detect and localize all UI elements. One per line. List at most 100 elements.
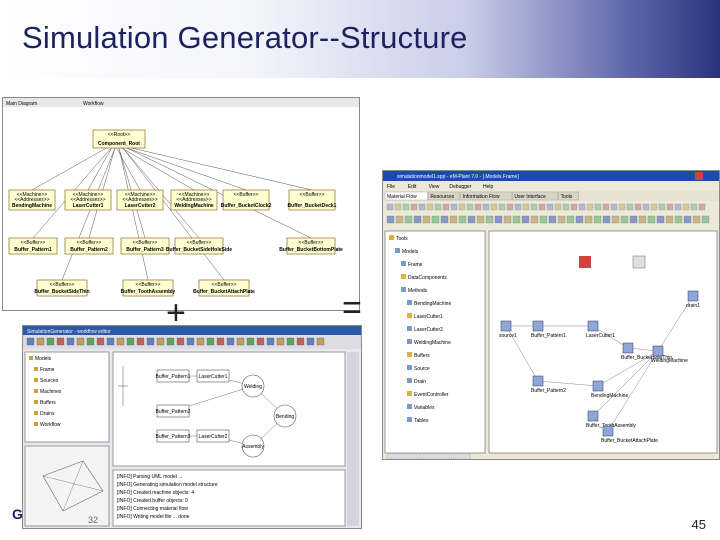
editor-toolbar-button[interactable] [96, 337, 105, 346]
editor-toolbar-button[interactable] [216, 337, 225, 346]
editor-tree-item-2[interactable]: Sources [40, 378, 59, 384]
sim-menu-0[interactable]: File [387, 184, 395, 190]
sim-tree-item-12[interactable]: EventController [414, 392, 449, 398]
editor-toolbar-button[interactable] [266, 337, 275, 346]
editor-toolbar-button[interactable] [206, 337, 215, 346]
sim-tree-item-1[interactable]: Models [402, 249, 419, 255]
uml-class-row2-4[interactable] [286, 237, 336, 255]
editor-toolbar-button[interactable] [86, 337, 95, 346]
sim-tree-item-2[interactable]: Frame [408, 262, 423, 268]
editor-node-6[interactable] [273, 404, 297, 428]
uml-class-row3-2[interactable] [198, 279, 250, 297]
sim-tab-3[interactable] [512, 191, 558, 201]
sim-tree-item-13[interactable]: Variables [414, 405, 435, 411]
sim-tree-item-0[interactable]: Tools [396, 236, 408, 242]
editor-toolbar-button[interactable] [296, 337, 305, 346]
sim-menu-4[interactable]: Help [483, 184, 494, 190]
sim-status-tab-2[interactable] [453, 453, 471, 459]
sim-node-8[interactable] [587, 410, 599, 422]
editor-toolbar-button[interactable] [286, 337, 295, 346]
method-icon[interactable] [632, 255, 646, 269]
sim-node-2[interactable] [587, 320, 599, 332]
editor-toolbar-button[interactable] [236, 337, 245, 346]
sim-tab-1[interactable] [428, 191, 460, 201]
sim-tab-0[interactable] [384, 191, 428, 201]
editor-tree-item-6[interactable]: Workflow [40, 422, 61, 428]
sim-node-0[interactable] [500, 320, 512, 332]
editor-toolbar-button[interactable] [256, 337, 265, 346]
uml-class-row2-3[interactable] [174, 237, 224, 255]
uml-class-row2-2[interactable] [120, 237, 170, 255]
editor-toolbar-button[interactable] [226, 337, 235, 346]
uml-class-row2-0[interactable] [8, 237, 58, 255]
editor-toolbar-button[interactable] [306, 337, 315, 346]
editor-tree-item-0[interactable]: Models [35, 356, 52, 362]
uml-class-row1-5[interactable] [288, 189, 336, 211]
sim-node-1[interactable] [532, 320, 544, 332]
editor-node-2[interactable] [156, 404, 190, 418]
editor-toolbar-button[interactable] [36, 337, 45, 346]
sim-tree-item-4[interactable]: Methods [408, 288, 428, 294]
sim-node-5[interactable] [652, 345, 664, 357]
editor-toolbar-button[interactable] [316, 337, 325, 346]
uml-class-root[interactable] [92, 129, 146, 149]
sim-menu-3[interactable]: Debugger [449, 184, 471, 190]
sim-tree-item-5[interactable]: BendingMachine [414, 301, 451, 307]
editor-node-4[interactable] [196, 429, 230, 443]
uml-class-row1-1[interactable] [64, 189, 112, 211]
editor-toolbar-button[interactable] [166, 337, 175, 346]
event-controller-icon[interactable] [579, 256, 591, 268]
sim-node-6[interactable] [592, 380, 604, 392]
sim-node-9[interactable] [602, 425, 614, 437]
sim-node-4[interactable] [532, 375, 544, 387]
uml-class-row1-4[interactable] [222, 189, 270, 211]
editor-node-3[interactable] [156, 429, 190, 443]
editor-toolbar-button[interactable] [126, 337, 135, 346]
sim-tree-item-8[interactable]: WeldingMachine [414, 340, 451, 346]
editor-tree-item-4[interactable]: Buffers [40, 400, 56, 406]
editor-toolbar-button[interactable] [106, 337, 115, 346]
uml-tab-workflow[interactable]: Workflow [83, 101, 104, 107]
editor-toolbar-button[interactable] [176, 337, 185, 346]
editor-node-1[interactable] [196, 369, 230, 383]
editor-node-7[interactable] [241, 434, 265, 458]
sim-tab-4[interactable] [558, 191, 579, 201]
sim-tree-item-14[interactable]: Tables [414, 418, 429, 424]
uml-class-row1-0[interactable] [8, 189, 56, 211]
editor-tree-item-5[interactable]: Drains [40, 411, 55, 417]
sim-tree-item-10[interactable]: Source [414, 366, 430, 372]
editor-node-5[interactable] [241, 374, 265, 398]
sim-status-tab-0[interactable] [386, 453, 422, 459]
uml-class-row1-2[interactable] [116, 189, 164, 211]
editor-toolbar-button[interactable] [146, 337, 155, 346]
sim-status-tab-1[interactable] [422, 453, 452, 459]
uml-tab-main[interactable]: Main Diagram [6, 101, 37, 107]
uml-class-row2-1[interactable] [64, 237, 114, 255]
editor-toolbar-button[interactable] [246, 337, 255, 346]
editor-toolbar-button[interactable] [66, 337, 75, 346]
editor-toolbar-button[interactable] [186, 337, 195, 346]
editor-toolbar-button[interactable] [136, 337, 145, 346]
sim-tree-item-6[interactable]: LaserCutter1 [414, 314, 443, 320]
sim-node-3[interactable] [622, 342, 634, 354]
editor-toolbar-button[interactable] [196, 337, 205, 346]
uml-class-row3-1[interactable] [122, 279, 174, 297]
editor-toolbar-button[interactable] [76, 337, 85, 346]
sim-menu-2[interactable]: View [429, 184, 440, 190]
sim-tree-item-3[interactable]: DataComponents [408, 275, 447, 281]
editor-toolbar-button[interactable] [56, 337, 65, 346]
editor-toolbar-button[interactable] [156, 337, 165, 346]
editor-toolbar-button[interactable] [116, 337, 125, 346]
editor-toolbar-button[interactable] [46, 337, 55, 346]
editor-node-0[interactable] [156, 369, 190, 383]
uml-class-row3-0[interactable] [36, 279, 88, 297]
uml-class-row1-3[interactable] [170, 189, 218, 211]
sim-tree-item-11[interactable]: Drain [414, 379, 426, 385]
sim-node-7[interactable] [687, 290, 699, 302]
editor-tree-item-3[interactable]: Machines [40, 389, 62, 395]
sim-menu-1[interactable]: Edit [408, 184, 417, 190]
sim-tab-2[interactable] [460, 191, 512, 201]
sim-tree-item-7[interactable]: LaserCutter2 [414, 327, 443, 333]
sim-tree-item-9[interactable]: Buffers [414, 353, 430, 359]
editor-toolbar-button[interactable] [26, 337, 35, 346]
